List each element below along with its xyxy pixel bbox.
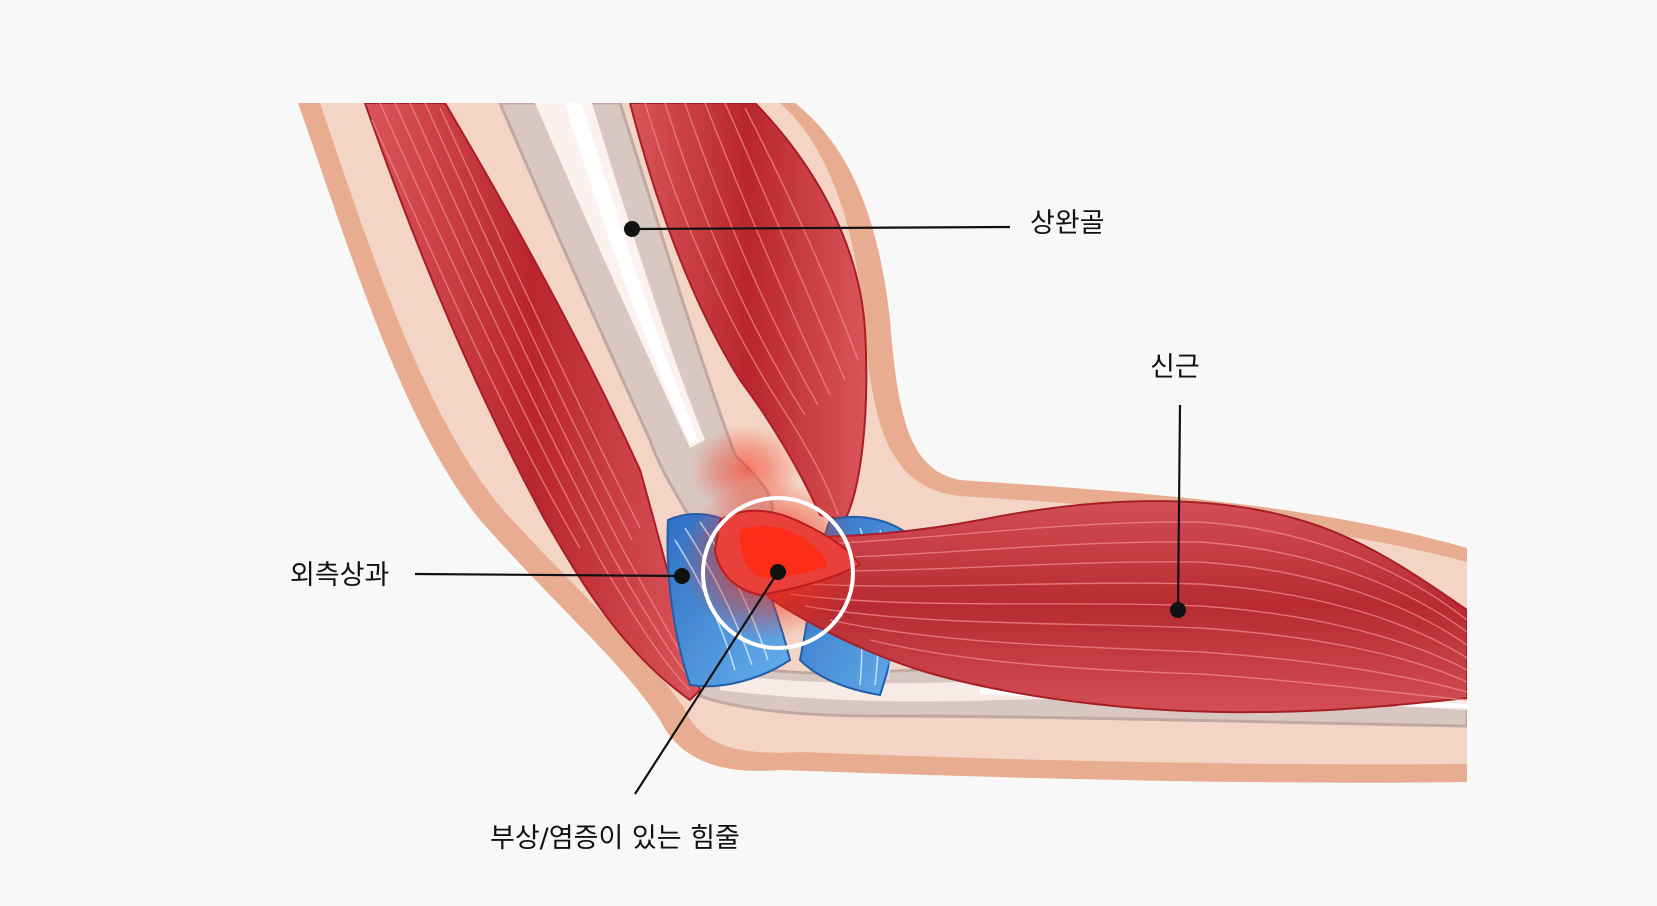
leader-line-humerus — [631, 225, 1011, 231]
inflamed-tendon-core — [739, 525, 828, 578]
label-humerus: 상완골 — [1030, 208, 1105, 239]
dot-lateral — [674, 568, 690, 584]
leader-line-lateral — [414, 572, 683, 578]
upper-arm-muscle-left-fibers — [371, 103, 698, 691]
label-extensor: 신근 — [1150, 352, 1200, 383]
dot-injury — [770, 564, 786, 580]
injury-callout-circle — [701, 496, 855, 650]
upper-arm-muscle-left — [363, 103, 702, 702]
label-lateral-epicondyle: 외측상과 — [290, 560, 390, 591]
inflammation-glow-upper — [690, 425, 800, 515]
leader-lines — [414, 225, 1182, 795]
upper-arm-muscle-right-fibers — [644, 103, 859, 516]
humerus-shine — [565, 103, 698, 444]
leader-dots — [624, 221, 1186, 618]
dot-humerus — [624, 221, 640, 237]
leader-line-extensor — [1176, 404, 1182, 611]
dot-extensor — [1170, 602, 1186, 618]
label-injured-tendon: 부상/염증이 있는 힘줄 — [490, 823, 740, 854]
leader-line-injury — [634, 571, 779, 795]
